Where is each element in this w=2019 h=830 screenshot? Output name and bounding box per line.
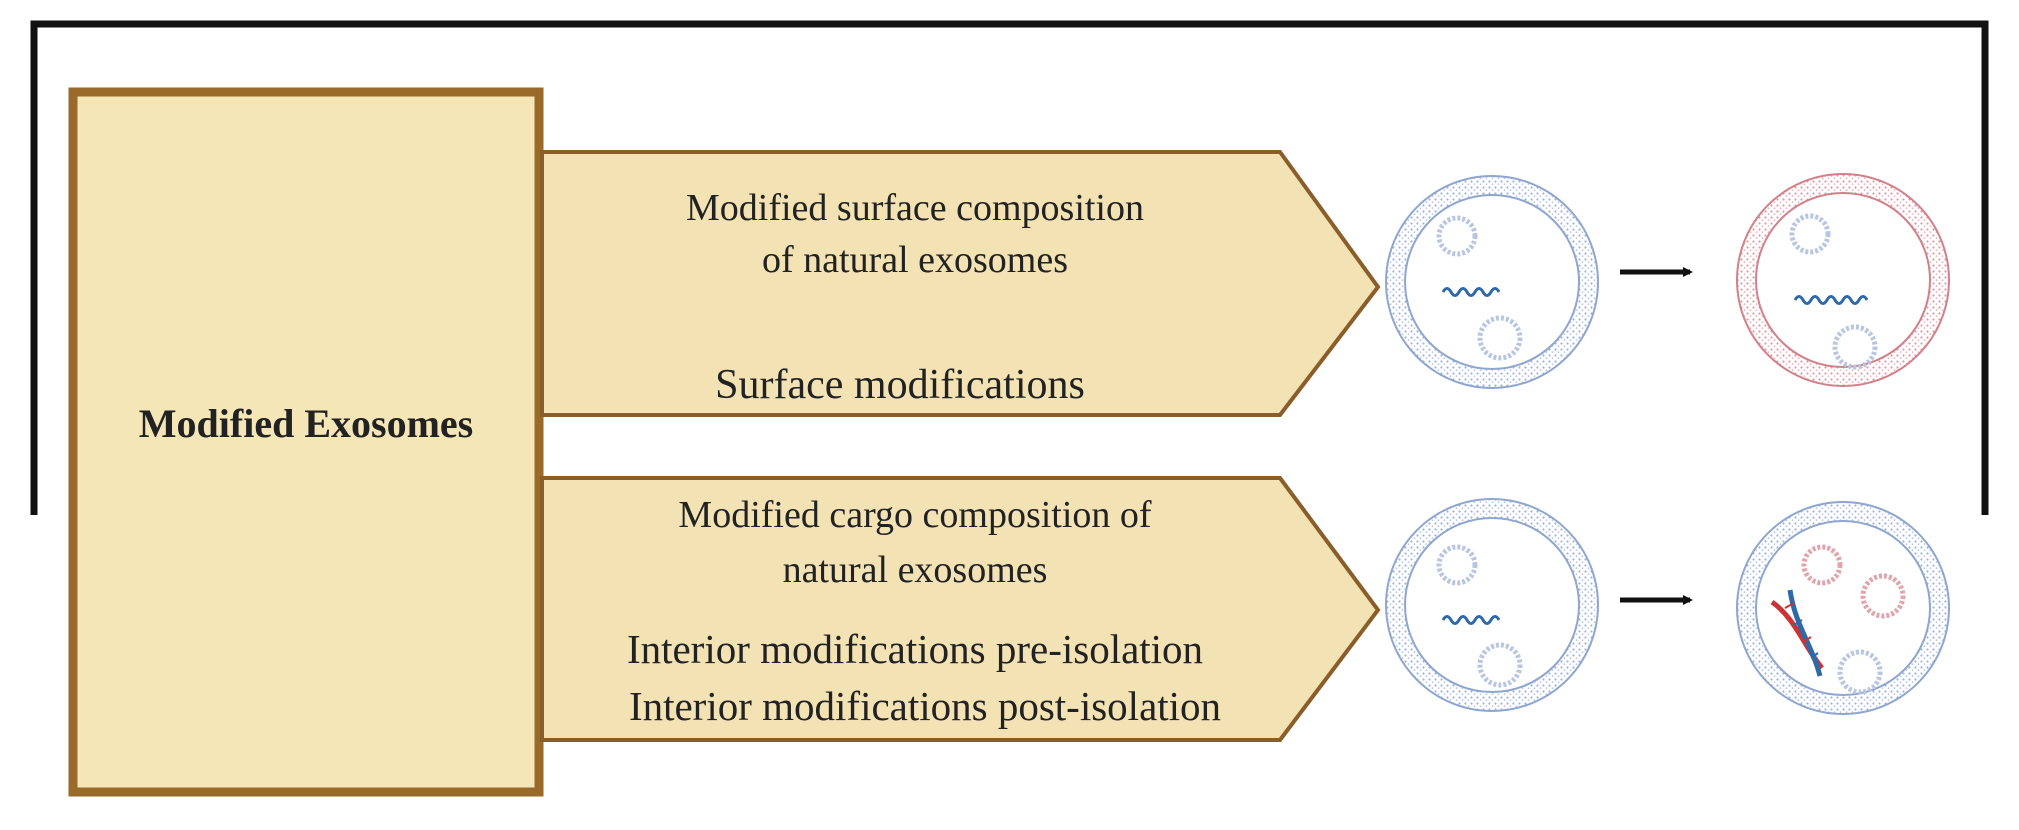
branch-surface-method-line1: Surface modifications (715, 362, 1085, 408)
branch-surface-title-line1: Modified surface composition (686, 187, 1144, 229)
cargo-loaded-exosome-icon (1736, 501, 1950, 715)
branch-surface-chevron (540, 150, 1381, 417)
branch-cargo-title-line2: natural exosomes (783, 549, 1048, 591)
rna-strand-icon (1441, 287, 1501, 297)
natural-exosome-icon (1385, 175, 1599, 389)
bracket-frame (30, 20, 1989, 515)
branch-surface-title-line2: of natural exosomes (762, 239, 1068, 281)
rna-strand-icon (1441, 615, 1501, 625)
surface-modified-exosome-icon (1736, 173, 1950, 387)
branch-cargo-chevron (540, 476, 1381, 742)
natural-exosome-icon (1385, 498, 1599, 712)
branch-cargo-method-line1: Interior modifications pre-isolation (627, 626, 1203, 672)
main-box-label: Modified Exosomes (139, 401, 473, 446)
main-box (68, 87, 544, 797)
branch-cargo-method-line2: Interior modifications post-isolation (629, 683, 1221, 729)
branch-cargo-title-line1: Modified cargo composition of (678, 494, 1152, 536)
rna-strand-icon (1793, 295, 1869, 305)
dna-helix-icon (1770, 589, 1824, 677)
